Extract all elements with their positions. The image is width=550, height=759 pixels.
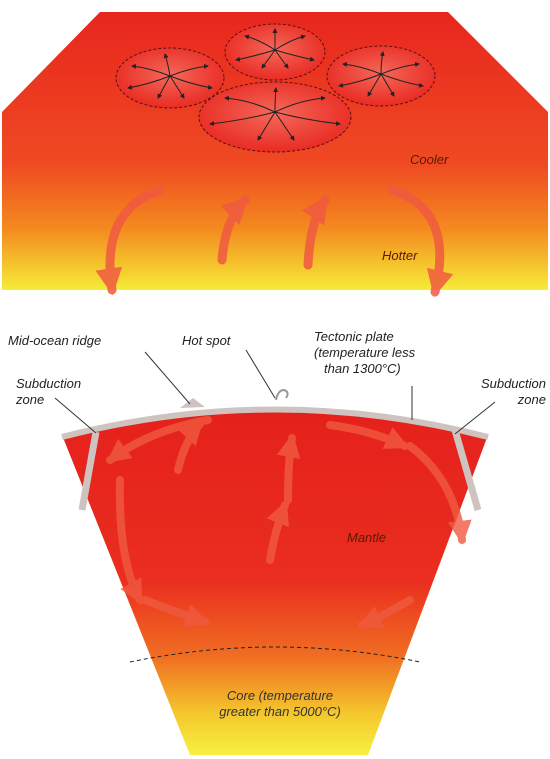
tectonic-plate-label: Tectonic plate (temperature less than 13… — [314, 329, 415, 377]
subduction-right-line1: Subduction — [470, 376, 546, 392]
core-label: Core (temperature greater than 5000°C) — [200, 688, 360, 720]
convection-cell — [116, 48, 224, 108]
convection-cell — [199, 82, 351, 152]
cooler-label: Cooler — [410, 152, 448, 168]
tectonic-plate-label-line3: than 1300°C) — [314, 361, 415, 377]
tectonic-plate-label-line1: Tectonic plate — [314, 329, 415, 345]
hotter-label: Hotter — [382, 248, 417, 264]
subduction-zone-right-label: Subduction zone — [470, 376, 546, 408]
upper-mantle-block — [2, 12, 548, 292]
subduction-left-line1: Subduction — [16, 376, 81, 392]
mid-ocean-ridge-label: Mid-ocean ridge — [8, 333, 101, 349]
core-label-line1: Core (temperature — [200, 688, 360, 704]
hot-spot-label: Hot spot — [182, 333, 230, 349]
subduction-left-line2: zone — [16, 392, 81, 408]
hot-spot-plume — [276, 390, 288, 400]
ridge-bump — [180, 398, 205, 408]
convection-cell — [327, 46, 435, 106]
mantle-label: Mantle — [347, 530, 386, 546]
tectonic-plate-label-line2: (temperature less — [314, 345, 415, 361]
core-label-line2: greater than 5000°C) — [200, 704, 360, 720]
subduction-right-line2: zone — [470, 392, 546, 408]
subduction-zone-left-label: Subduction zone — [16, 376, 81, 408]
